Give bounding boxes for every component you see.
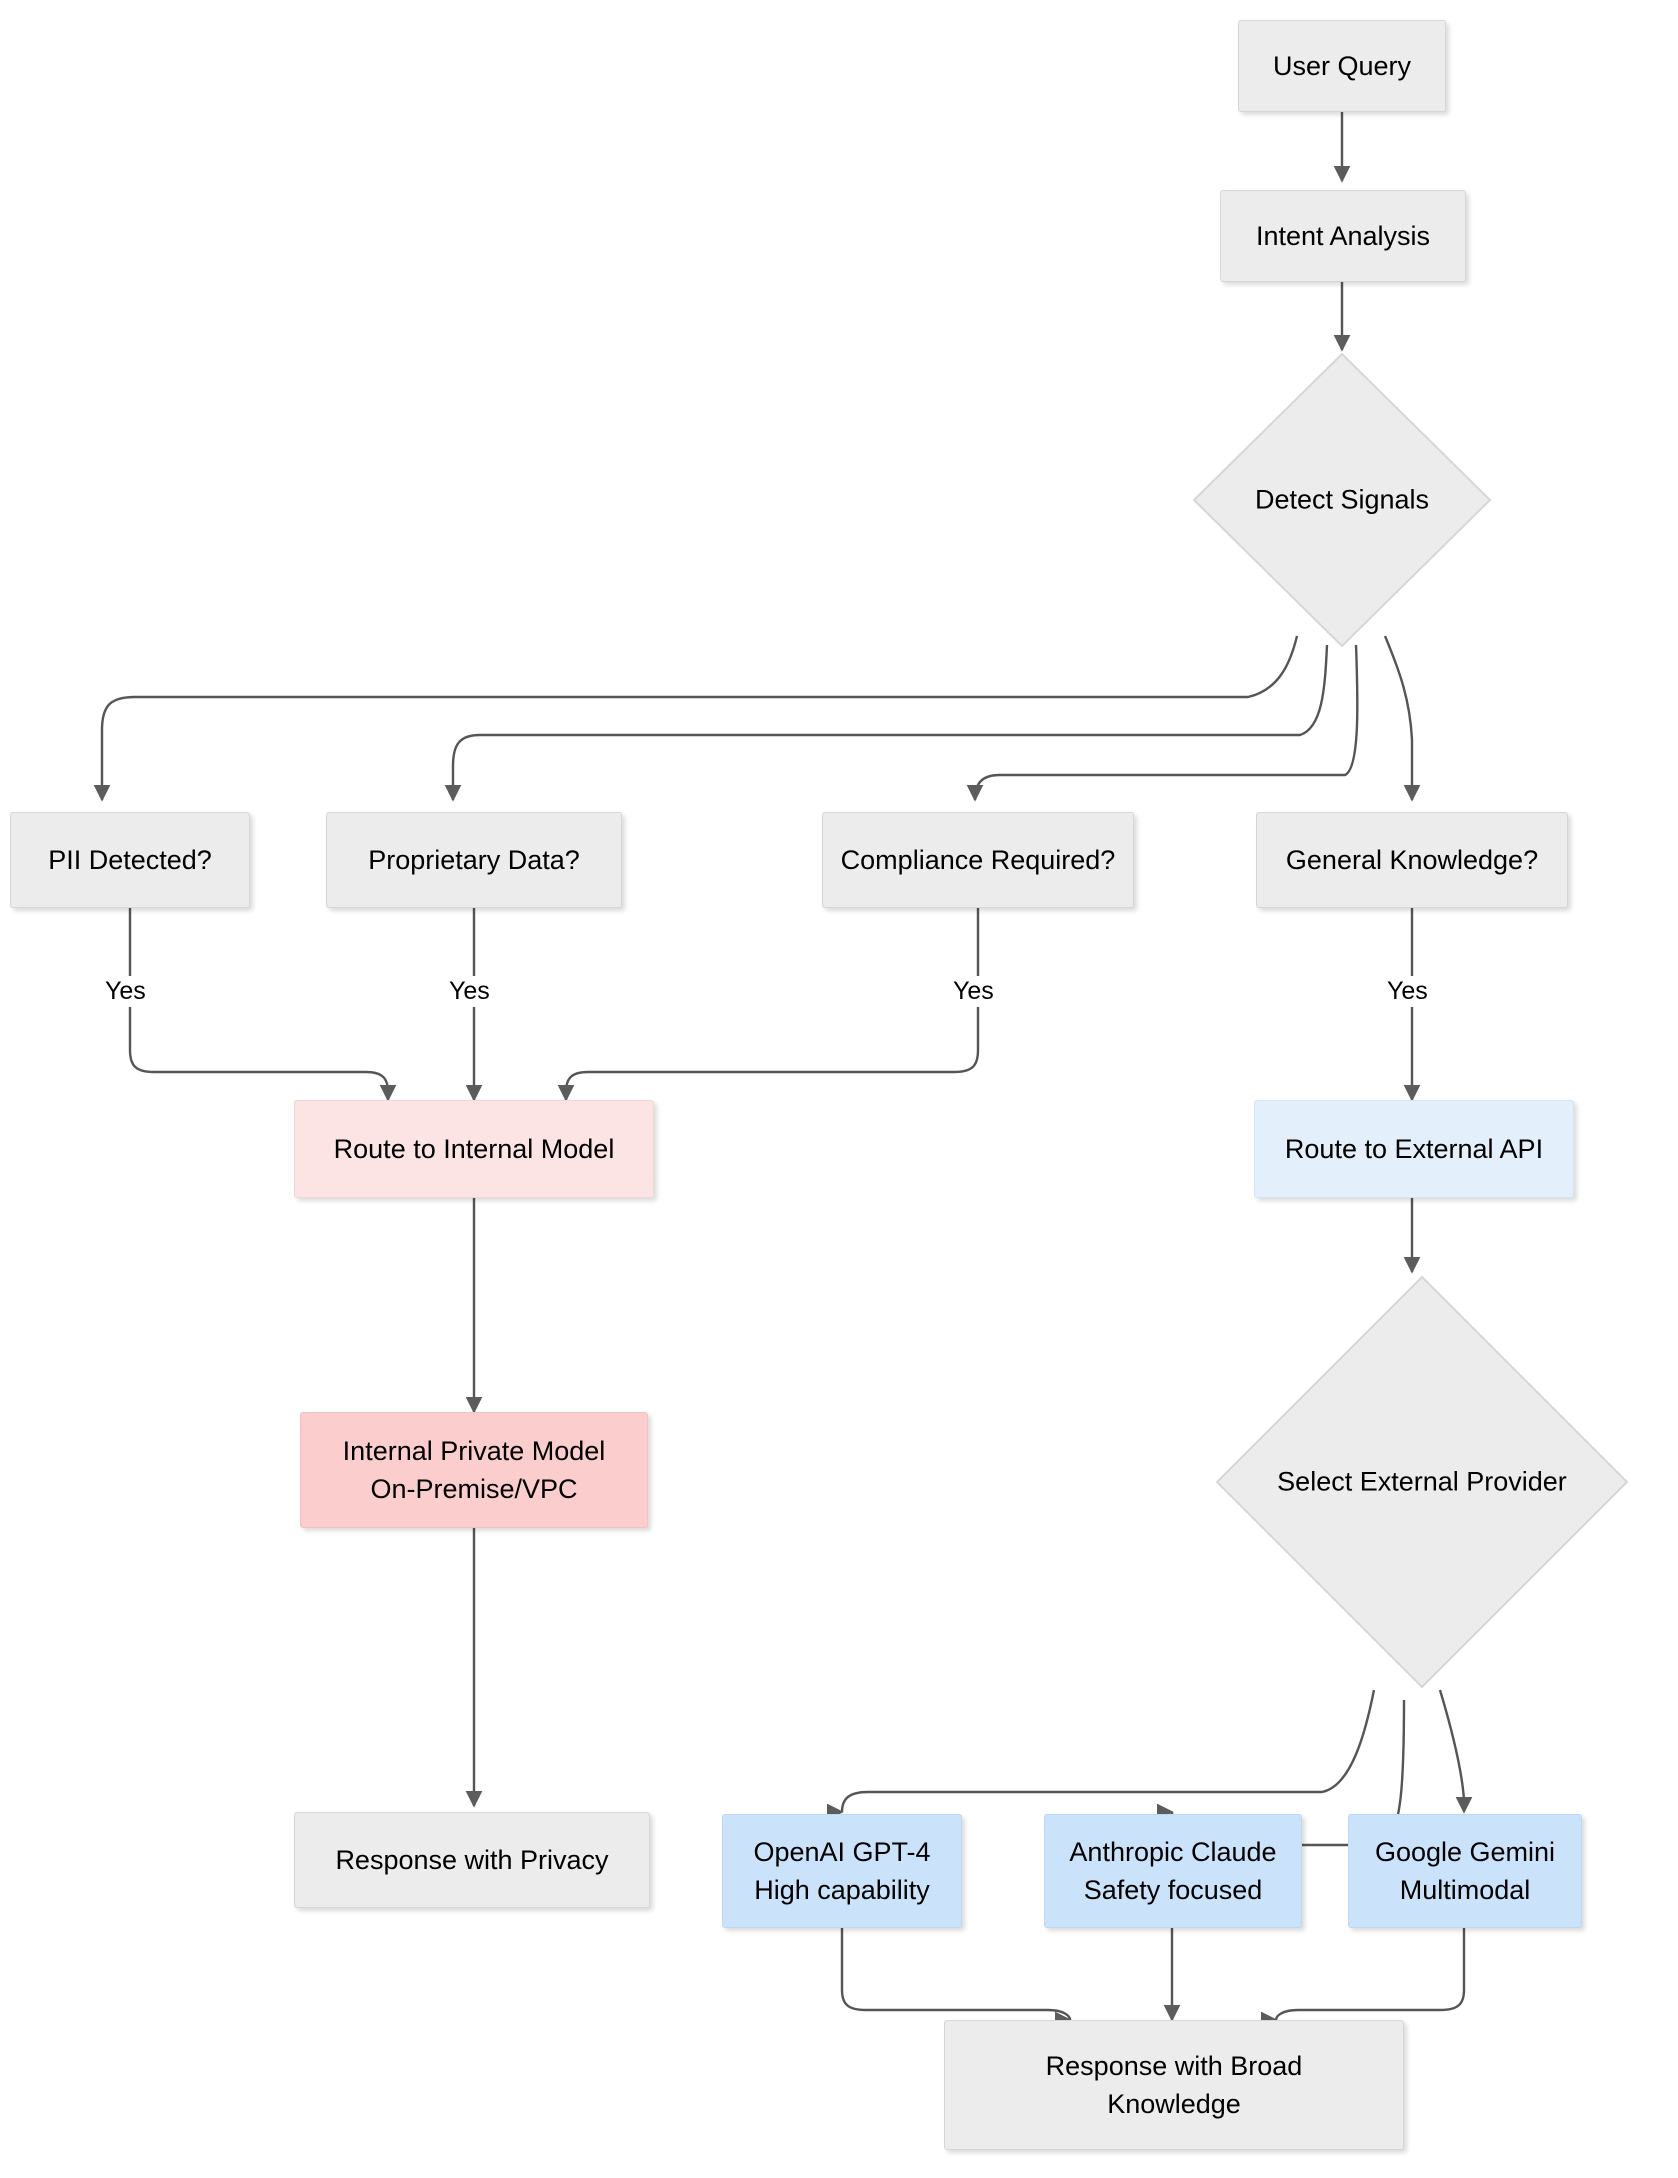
- edge-select-google: [1438, 1689, 1473, 1814]
- node-response-broad-line1: Response with Broad: [1045, 2050, 1303, 2081]
- edge-label-pii-yes: Yes: [100, 976, 151, 1007]
- edge-detect-compliance: [966, 644, 1359, 802]
- node-openai-gpt4-line2: High capability: [754, 1875, 930, 1905]
- node-internal-private-model[interactable]: Internal Private Model On-Premise/VPC: [300, 1412, 648, 1528]
- node-anthropic-claude-line2: Safety focused: [1083, 1875, 1263, 1905]
- node-openai-gpt4-line1: OpenAI GPT-4: [753, 1836, 931, 1867]
- node-pii-detected-label: PII Detected?: [48, 844, 212, 875]
- node-detect-signals[interactable]: Detect Signals: [1190, 350, 1494, 650]
- edge-pii-route-internal: [128, 908, 397, 1102]
- node-internal-private-model-line1: Internal Private Model: [342, 1435, 606, 1466]
- edge-detect-pii: [93, 635, 1299, 802]
- node-compliance-required-label: Compliance Required?: [840, 844, 1116, 875]
- node-google-gemini[interactable]: Google Gemini Multimodal: [1348, 1814, 1582, 1928]
- node-response-with-privacy[interactable]: Response with Privacy: [294, 1812, 650, 1908]
- node-route-to-external-api[interactable]: Route to External API: [1254, 1100, 1574, 1198]
- node-intent-analysis[interactable]: Intent Analysis: [1220, 190, 1466, 282]
- edge-label-general-yes: Yes: [1382, 976, 1433, 1007]
- node-general-knowledge-label: General Knowledge?: [1285, 844, 1539, 875]
- node-route-to-external-api-label: Route to External API: [1284, 1133, 1544, 1164]
- detect-signals-shape: [1192, 352, 1492, 648]
- edge-detect-proprietary: [444, 644, 1329, 802]
- node-response-with-broad-knowledge[interactable]: Response with Broad Knowledge: [944, 2020, 1404, 2150]
- node-route-to-internal-model[interactable]: Route to Internal Model: [294, 1100, 654, 1198]
- node-intent-analysis-label: Intent Analysis: [1255, 220, 1431, 251]
- node-response-broad-line2: Knowledge: [1107, 2089, 1241, 2119]
- node-response-with-privacy-label: Response with Privacy: [335, 1844, 609, 1875]
- node-pii-detected[interactable]: PII Detected?: [10, 812, 250, 908]
- node-anthropic-claude-line1: Anthropic Claude: [1069, 1836, 1277, 1867]
- node-proprietary-data[interactable]: Proprietary Data?: [326, 812, 622, 908]
- node-select-external-provider-label: Select External Provider: [1277, 1466, 1567, 1497]
- node-anthropic-claude[interactable]: Anthropic Claude Safety focused: [1044, 1814, 1302, 1928]
- node-general-knowledge[interactable]: General Knowledge?: [1256, 812, 1568, 908]
- node-openai-gpt4[interactable]: OpenAI GPT-4 High capability: [722, 1814, 962, 1928]
- select-external-provider-shape: [1215, 1275, 1629, 1689]
- node-compliance-required[interactable]: Compliance Required?: [822, 812, 1134, 908]
- node-detect-signals-label: Detect Signals: [1254, 484, 1430, 515]
- edge-openai-response-broad: [840, 1928, 1079, 2022]
- node-proprietary-data-label: Proprietary Data?: [368, 844, 580, 875]
- edge-label-proprietary-yes: Yes: [444, 976, 495, 1007]
- edge-label-compliance-yes: Yes: [948, 976, 999, 1007]
- edge-detect-general: [1383, 635, 1421, 802]
- edge-compliance-route-internal: [557, 908, 980, 1102]
- node-select-external-provider[interactable]: Select External Provider: [1212, 1272, 1632, 1692]
- node-route-to-internal-model-label: Route to Internal Model: [333, 1133, 615, 1164]
- edge-google-response-broad: [1267, 1928, 1466, 2022]
- edge-select-openai: [833, 1689, 1376, 1814]
- node-google-gemini-line2: Multimodal: [1399, 1875, 1531, 1905]
- node-user-query-label: User Query: [1272, 50, 1412, 81]
- node-google-gemini-line1: Google Gemini: [1374, 1836, 1556, 1867]
- node-internal-private-model-line2: On-Premise/VPC: [370, 1474, 578, 1504]
- node-user-query[interactable]: User Query: [1238, 20, 1446, 112]
